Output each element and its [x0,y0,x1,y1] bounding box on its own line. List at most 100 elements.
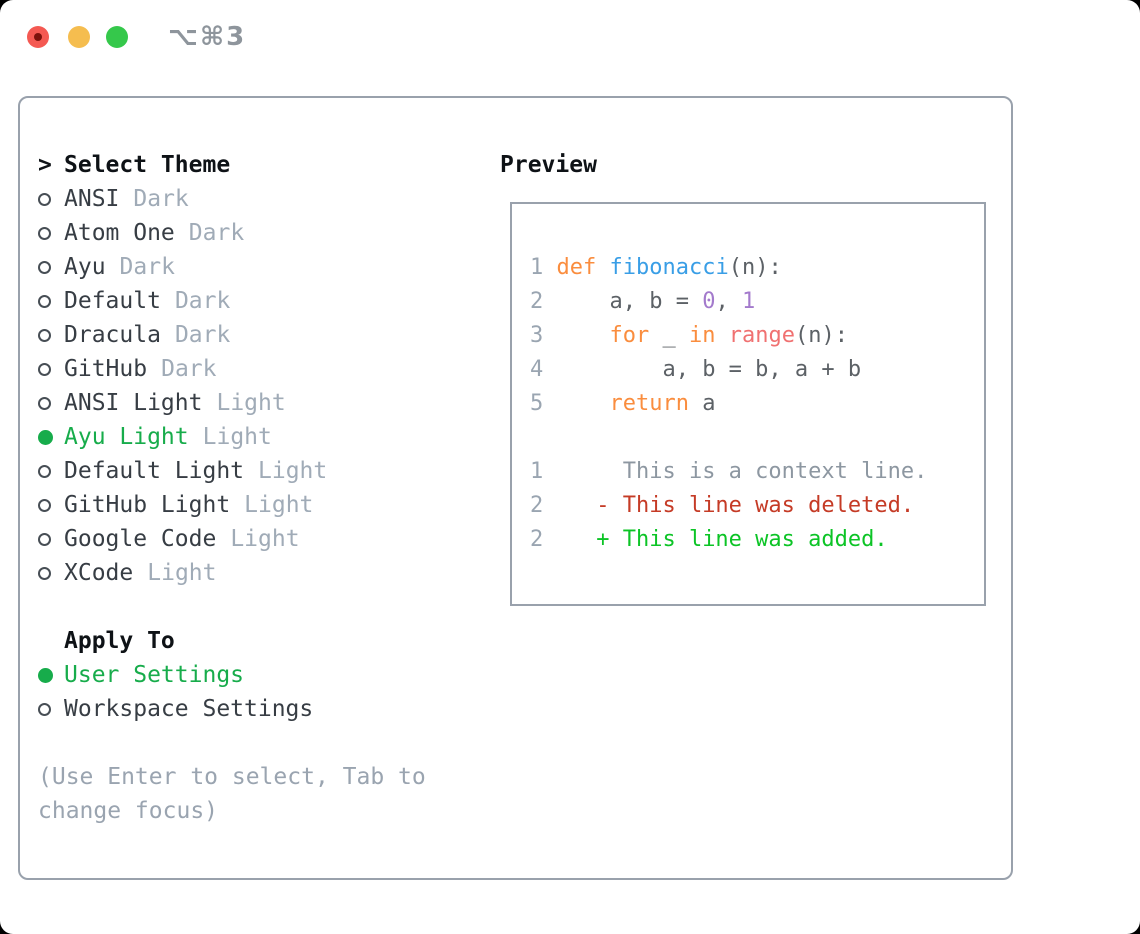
apply-option-workspace-settings[interactable]: Workspace Settings [38,692,458,726]
code-token [543,391,609,416]
code-token: a, b = [543,289,703,314]
code-line: 2 a, b = 0, 1 [530,285,984,319]
code-token: - This line was deleted. [543,493,915,518]
code-token: range [728,323,795,348]
radio-unselected-icon [38,260,64,274]
theme-option-google-code[interactable]: Google Code Light [38,522,458,556]
item-label: Default [64,288,161,314]
item-variant-label: Dark [133,186,189,212]
code-token [715,323,728,348]
hint-text: change focus) [38,798,219,824]
line-number: 4 [530,357,544,382]
item-label: Default Light [64,458,245,484]
item-label: XCode [64,560,134,586]
code-token: for [609,323,650,348]
chevron-right-icon: > [38,152,52,178]
code-token: , [715,289,742,314]
zoom-button[interactable] [106,26,128,48]
code-token: + This line was added. [543,527,888,552]
radio-selected-icon [38,667,64,683]
apply-option-user-settings[interactable]: User Settings [38,658,458,692]
item-label: Workspace Settings [64,696,314,722]
item-variant-label: Light [216,390,286,416]
select-theme-header: > Select Theme [38,148,458,182]
item-label: Dracula [64,322,161,348]
code-token: (n): [728,255,782,280]
line-number: 1 [530,255,544,280]
code-token: _ [649,323,689,348]
line-number: 3 [530,323,544,348]
radio-unselected-icon [38,566,64,580]
item-variant-label: Dark [188,220,245,246]
apply-to-header: Apply To [38,624,458,658]
code-token: def [556,255,597,280]
line-number: 1 [530,459,544,484]
theme-option-xcode[interactable]: XCode Light [38,556,458,590]
item-variant-label: Light [230,526,300,552]
radio-selected-icon [38,429,64,445]
code-token: a [688,391,716,416]
code-token: return [609,391,689,416]
radio-unselected-icon [38,226,64,240]
code-token [543,255,556,280]
preview-header: Preview [500,152,597,178]
hint-text: (Use Enter to select, Tab to [38,764,426,790]
item-label: Google Code [64,526,217,552]
item-label: Ayu [64,254,106,280]
minimize-button[interactable] [68,26,90,48]
radio-unselected-icon [38,396,64,410]
titlebar: ⌥⌘3 [0,0,1140,75]
code-token: This is a context line. [543,459,928,484]
radio-unselected-icon [38,192,64,206]
item-label: Ayu Light [64,424,189,450]
code-token: in [688,323,716,348]
item-variant-label: Dark [174,288,231,314]
item-variant-label: Dark [161,356,217,382]
item-variant-label: Light [202,424,272,450]
item-label: User Settings [64,662,245,688]
item-variant-label: Light [147,560,217,586]
code-line: 4 a, b = b, a + b [530,353,984,387]
theme-option-ayu[interactable]: Ayu Dark [38,250,458,284]
code-token: fibonacci [609,255,729,280]
item-label: ANSI [64,186,120,212]
theme-option-default[interactable]: Default Dark [38,284,458,318]
code-token: a, b = b, a + b [543,357,862,382]
radio-unselected-icon [38,294,64,308]
line-number: 2 [530,493,544,518]
theme-option-ansi[interactable]: ANSI Dark [38,182,458,216]
theme-option-ayu-light[interactable]: Ayu Light Light [38,420,458,454]
item-variant-label: Light [244,492,314,518]
radio-unselected-icon [38,328,64,342]
line-number: 5 [530,391,544,416]
spacer-row [38,726,458,760]
unsaved-dot-icon [34,33,42,41]
code-token: 0 [702,289,716,314]
code-line [530,421,984,455]
radio-unselected-icon [38,532,64,546]
code-token [596,255,609,280]
item-variant-label: Dark [119,254,175,280]
line-number: 2 [530,289,544,314]
code-line: 5 return a [530,387,984,421]
code-token: (n): [794,323,848,348]
code-line: 3 for _ in range(n): [530,319,984,353]
item-label: Select Theme [64,152,231,178]
close-button[interactable] [27,26,49,48]
code-token [543,323,609,348]
spacer-row [38,590,458,624]
code-line: 2 + This line was added. [530,523,984,557]
code-line: 1 This is a context line. [530,455,984,489]
line-number: 2 [530,527,544,552]
item-label: Apply To [64,628,175,654]
radio-unselected-icon [38,362,64,376]
